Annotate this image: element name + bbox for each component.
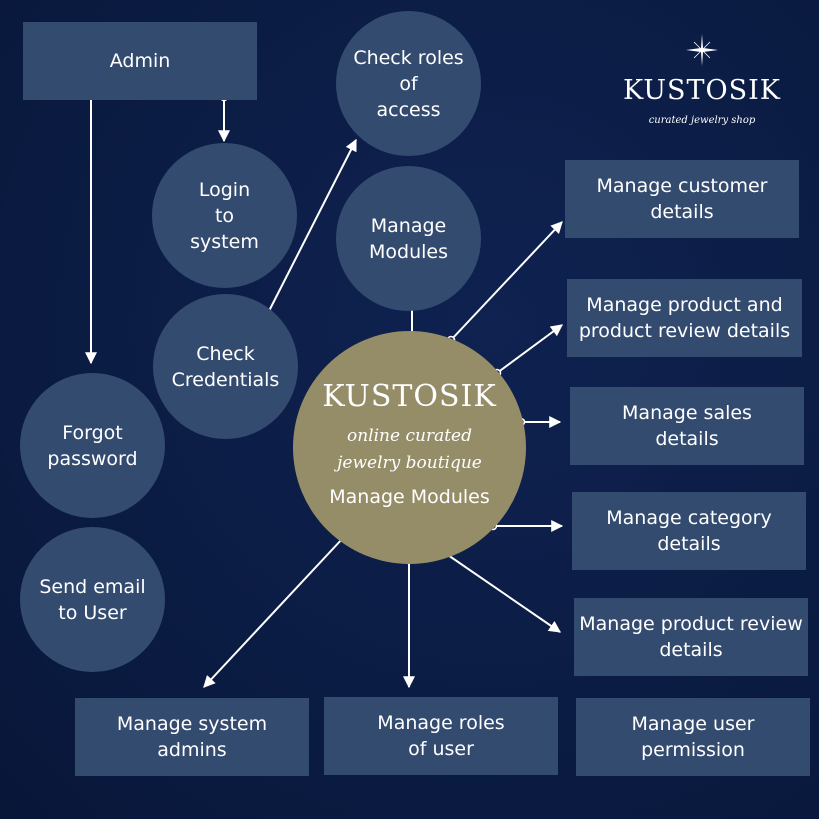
node-manage-system-admins: Manage system admins xyxy=(75,698,309,776)
hub-subtitle: online curated jewelry boutique xyxy=(337,426,482,473)
sparkle-icon xyxy=(686,34,718,66)
edge-hub-product xyxy=(496,324,563,374)
node-manage-roles-user: Manage roles of user xyxy=(324,697,558,775)
edge-hub-product-review xyxy=(444,552,561,633)
logo-wordmark: KUSTOSIK xyxy=(623,75,781,106)
hub-label: Manage Modules xyxy=(329,486,490,508)
edge-hub-system-admins xyxy=(203,537,344,688)
node-check-credentials: Check Credentials xyxy=(153,294,298,439)
node-check-roles: Check roles of access xyxy=(336,11,481,156)
node-send-email: Send email to User xyxy=(20,527,165,672)
logo-tagline: curated jewelry shop xyxy=(648,115,756,126)
edge-hub-customer xyxy=(450,221,563,341)
edge-credentials-roles xyxy=(267,138,357,314)
node-login: Login to system xyxy=(152,143,297,288)
hub-title: KUSTOSIK xyxy=(322,379,497,414)
node-manage-user-permission: Manage user permission xyxy=(576,698,810,776)
node-manage-product-review: Manage product review details xyxy=(574,598,808,676)
hub-circle xyxy=(293,331,526,564)
node-forgot-password: Forgot password xyxy=(20,373,165,518)
node-manage-sales: Manage sales details xyxy=(570,387,804,465)
node-manage-product: Manage product and product review detail… xyxy=(567,279,802,357)
node-manage-modules: Manage Modules xyxy=(336,166,481,311)
node-admin: Admin xyxy=(23,22,257,100)
node-manage-customer: Manage customer details xyxy=(565,160,799,238)
node-manage-category: Manage category details xyxy=(572,492,806,570)
